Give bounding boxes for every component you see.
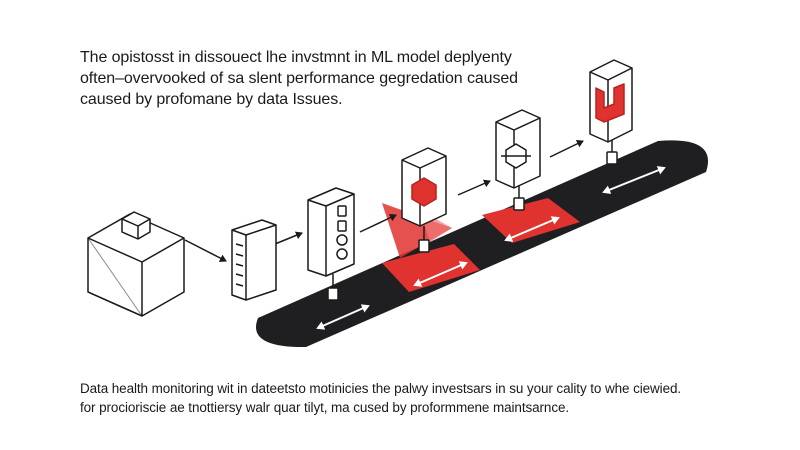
connector-arrow-3 [359,213,397,233]
outro-line-1: Data health monitoring wit in dateetsto … [80,381,682,396]
intro-line-1: The opistosst in dissouect lhe invstmnt … [80,49,512,66]
intro-caption: The opistosst in dissouect lhe invstmnt … [80,47,518,110]
model-tower-icon [307,187,355,301]
track-arrow-4 [602,166,666,194]
connector-arrow-4 [457,179,491,196]
intro-line-2: often–overvooked of sa slent performance… [80,70,518,87]
connector-arrow-2 [274,231,303,245]
red-light-beam [382,203,452,258]
track-arrow-2 [413,261,468,287]
u-shape-red-icon [589,59,633,165]
track-arrow-1 [316,304,370,330]
cube-icon [87,211,185,317]
outro-line-2: for procioriscie ae tnottiersy walr quar… [80,400,570,415]
track-arrow-3 [504,216,560,242]
red-hexagon-core-icon [401,147,447,253]
connector-arrow-5 [549,140,584,158]
outro-caption: Data health monitoring wit in dateetsto … [80,379,681,417]
pipeline-track [256,140,708,348]
server-rack-icon [231,219,277,301]
connector-arrow-1 [184,239,227,262]
intro-line-3: caused by profomane by data Issues. [80,91,343,108]
monitor-unit-icon [495,109,541,211]
